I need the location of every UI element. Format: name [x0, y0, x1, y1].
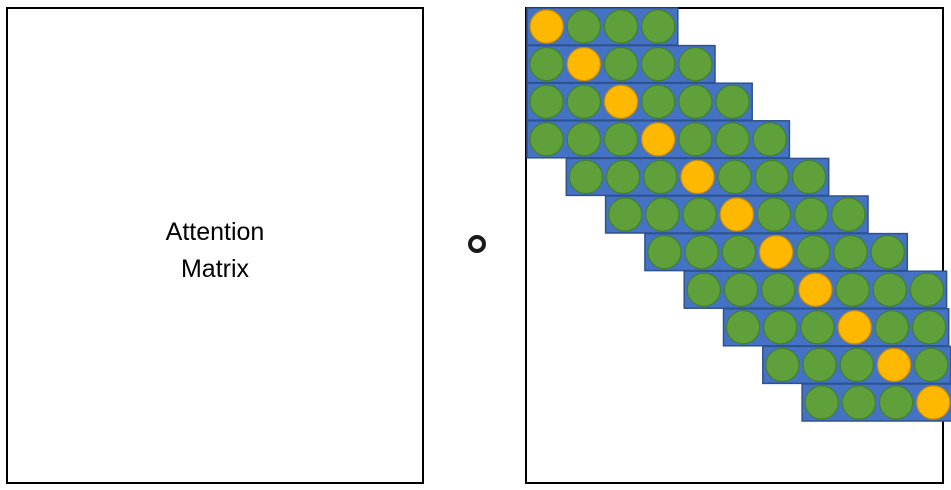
neighbor-token-dot [529, 84, 564, 119]
neighbor-token-dot [641, 84, 676, 119]
neighbor-token-dot [603, 122, 639, 157]
neighbor-token-dot [914, 347, 949, 383]
neighbor-token-dot [723, 272, 759, 307]
neighbor-token-dot [791, 159, 827, 195]
neighbor-token-dot [529, 46, 564, 82]
neighbor-token-dot [725, 310, 761, 345]
self-token-dot [876, 347, 912, 383]
neighbor-token-dot [566, 84, 602, 119]
neighbor-token-dot [682, 197, 717, 232]
band-row-8 [722, 308, 950, 347]
neighbor-token-dot [841, 385, 877, 420]
neighbor-token-dot [835, 272, 870, 307]
neighbor-token-dot [870, 234, 905, 270]
hadamard-operator-icon [468, 235, 486, 253]
self-token-dot [798, 272, 833, 307]
neighbor-token-dot [794, 197, 829, 232]
neighbor-token-dot [800, 310, 835, 345]
attention-matrix-box [6, 7, 424, 484]
neighbor-token-dot [796, 234, 831, 270]
self-token-dot [837, 310, 872, 345]
attention-matrix-label-line1: Attention [165, 218, 265, 246]
neighbor-token-dot [909, 272, 945, 307]
neighbor-token-dot [721, 234, 757, 270]
neighbor-token-dot [641, 9, 676, 44]
neighbor-token-dot [754, 159, 790, 195]
attention-matrix-label: Attention Matrix [6, 214, 424, 288]
self-token-dot [758, 234, 794, 270]
neighbor-token-dot [911, 310, 947, 345]
neighbor-token-dot [833, 234, 868, 270]
neighbor-token-dot [641, 46, 676, 82]
self-token-dot [603, 84, 639, 119]
neighbor-token-dot [643, 159, 678, 195]
neighbor-token-dot [839, 347, 875, 383]
self-token-dot [566, 46, 602, 82]
neighbor-token-dot [878, 385, 914, 420]
neighbor-token-dot [605, 159, 641, 195]
neighbor-token-dot [761, 272, 796, 307]
neighbor-token-dot [678, 122, 713, 157]
neighbor-token-dot [802, 347, 837, 383]
neighbor-token-dot [831, 197, 866, 232]
neighbor-token-dot [684, 234, 719, 270]
neighbor-token-dot [765, 347, 800, 383]
neighbor-token-dot [872, 272, 908, 307]
neighbor-token-dot [603, 9, 639, 44]
neighbor-token-dot [568, 159, 604, 195]
neighbor-token-dot [678, 84, 713, 119]
neighbor-token-dot [603, 46, 639, 82]
self-token-dot [680, 159, 715, 195]
neighbor-token-dot [763, 310, 798, 345]
neighbor-token-dot [686, 272, 722, 307]
neighbor-token-dot [717, 159, 752, 195]
neighbor-token-dot [608, 197, 643, 232]
attention-matrix-label-line2: Matrix [180, 255, 250, 283]
neighbor-token-dot [804, 385, 839, 420]
self-token-dot [719, 197, 755, 232]
self-token-dot [916, 385, 951, 420]
neighbor-token-dot [566, 122, 602, 157]
neighbor-token-dot [874, 310, 910, 345]
neighbor-token-dot [752, 122, 788, 157]
neighbor-token-dot [715, 122, 750, 157]
neighbor-token-dot [756, 197, 792, 232]
self-token-dot [529, 9, 564, 44]
neighbor-token-dot [715, 84, 750, 119]
self-token-dot [641, 122, 676, 157]
neighbor-token-dot [678, 46, 713, 82]
neighbor-token-dot [647, 234, 682, 270]
neighbor-token-dot [566, 9, 602, 44]
neighbor-token-dot [645, 197, 680, 232]
neighbor-token-dot [529, 122, 564, 157]
